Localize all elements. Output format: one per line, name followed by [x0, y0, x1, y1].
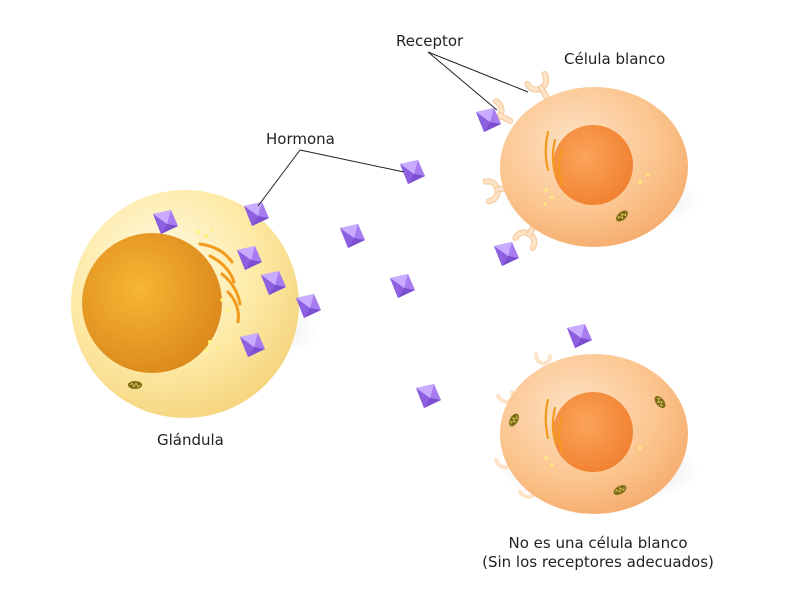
non-target-cell: [494, 352, 700, 514]
hormone-leader-line: [257, 149, 301, 207]
hormone-icon: [390, 274, 415, 298]
non-target-label-line1: No es una célula blanco: [508, 534, 688, 552]
non-target-vesicles: [544, 446, 642, 467]
target-cell-label: Célula blanco: [564, 50, 666, 68]
gland-nucleus: [82, 233, 222, 373]
hormone-label: Hormona: [266, 130, 335, 148]
hormone-icon: [567, 324, 592, 348]
hormone-icon: [340, 224, 365, 248]
receptor-label: Receptor: [396, 32, 464, 50]
mitochondrion-icon: [127, 380, 143, 390]
non-target-label-line2: (Sin los receptores adecuados): [482, 553, 714, 571]
target-vesicles: [543, 173, 650, 206]
target-nucleus: [553, 125, 633, 205]
gland-golgi: [198, 242, 242, 324]
hormone-icon: [476, 108, 501, 132]
target-golgi: [544, 130, 564, 186]
hormone-leader-line: [299, 149, 405, 173]
leader-lines: [257, 51, 529, 207]
target-cell: [476, 74, 700, 248]
hormone-icon: [416, 384, 441, 408]
gland-vesicles: [196, 228, 230, 352]
non-target-nucleus: [553, 392, 633, 472]
non-target-golgi: [544, 398, 564, 454]
gland-cell: [71, 190, 320, 418]
gland-label: Glándula: [157, 431, 224, 449]
hormone-icon: [494, 242, 519, 266]
receptor-leader-line: [427, 51, 529, 93]
receptor-leader-line: [427, 51, 498, 111]
